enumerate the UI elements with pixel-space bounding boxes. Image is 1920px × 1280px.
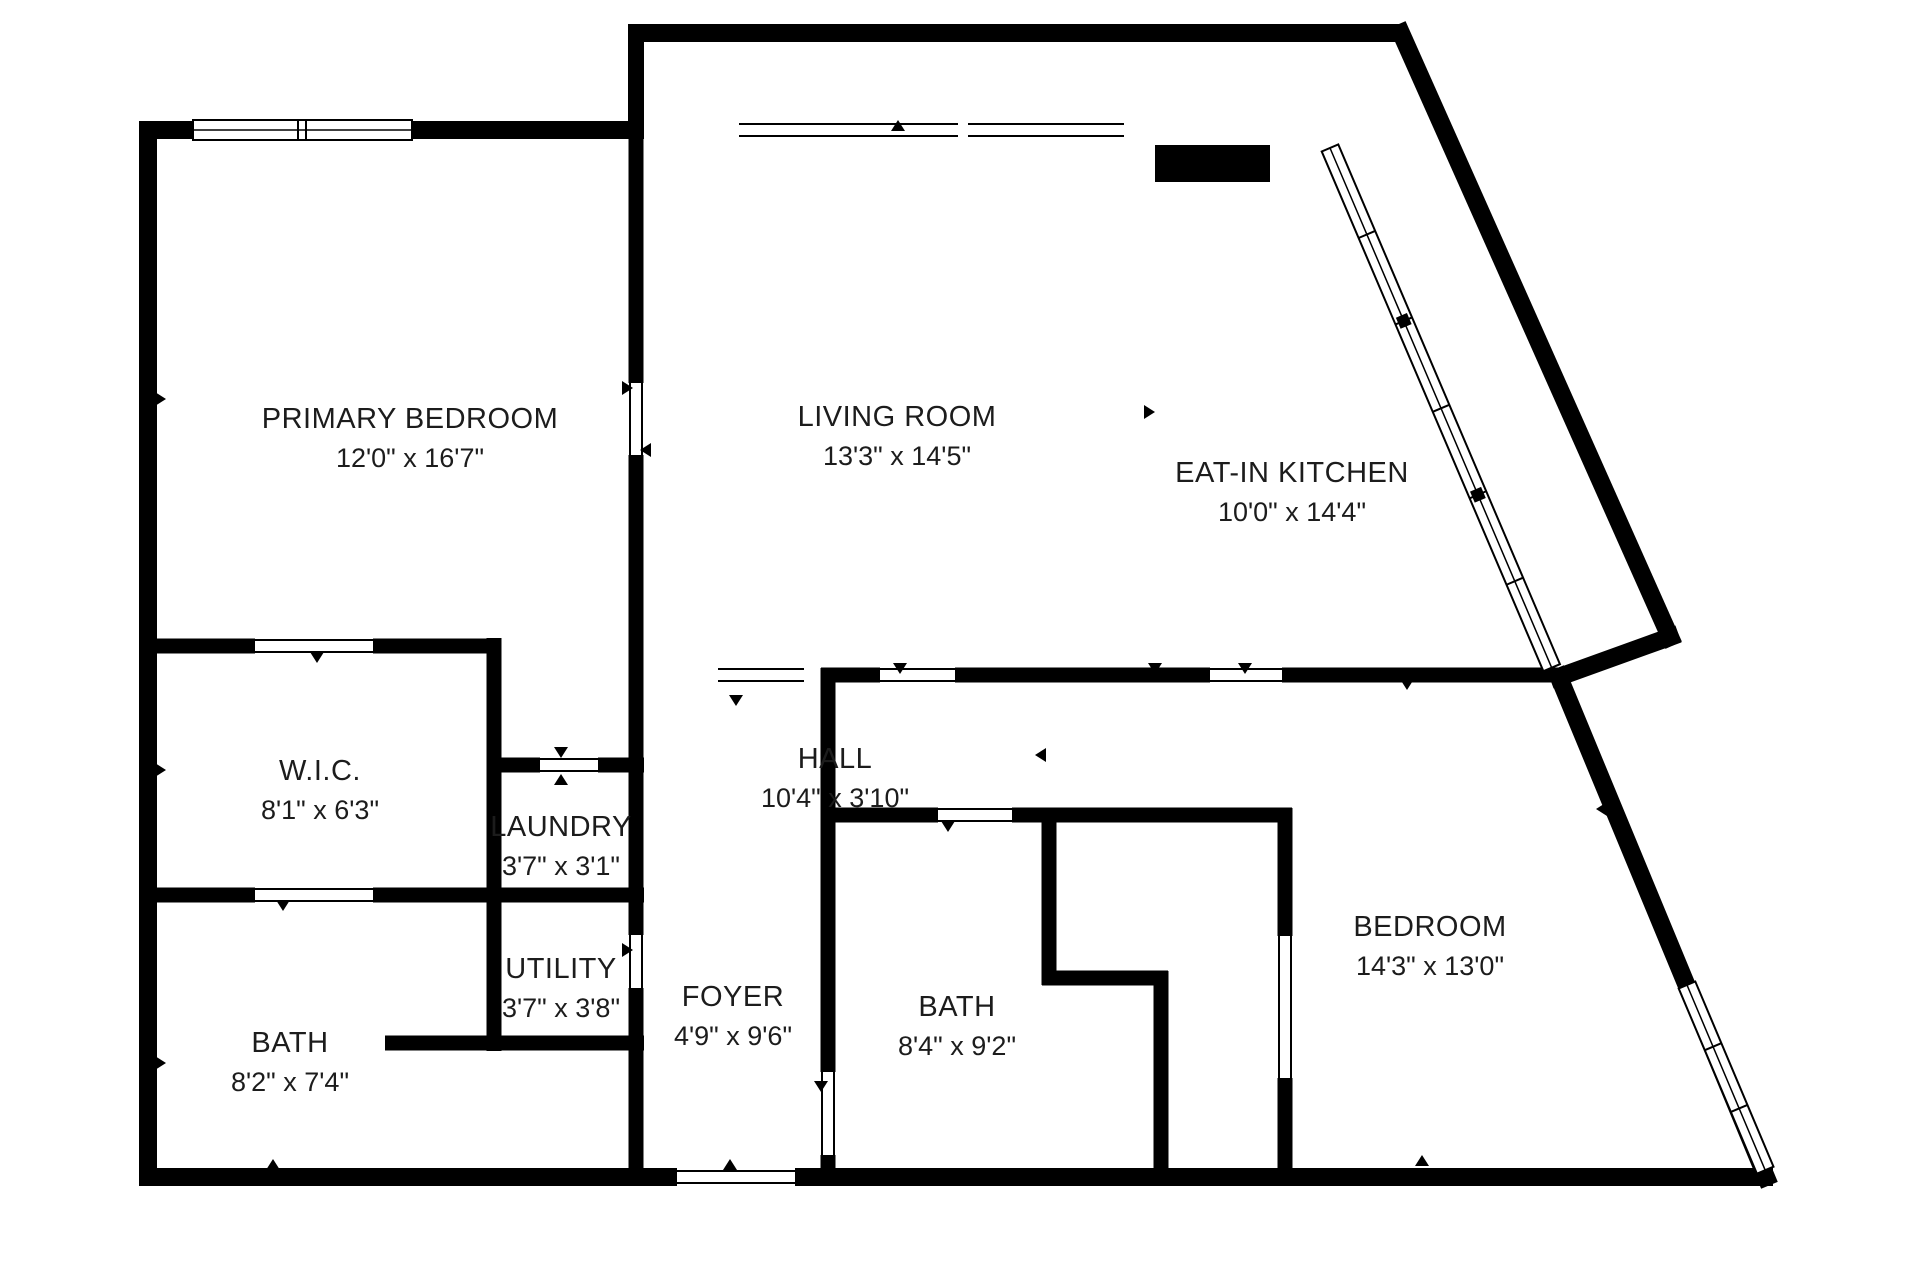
- window-bedroom-diagonal: [1677, 980, 1775, 1175]
- direction-arrow-icon: [1415, 1155, 1429, 1166]
- window-mullion: [1358, 230, 1376, 239]
- window-top-left: [192, 119, 413, 141]
- room-dimensions: 10'4" x 3'10": [760, 782, 910, 813]
- direction-arrow-icon: [155, 1056, 166, 1070]
- wall-segment: [1389, 21, 1682, 649]
- room-name: FOYER: [681, 980, 785, 1013]
- room-label-living-room: LIVING ROOM 13'3" x 14'5": [798, 400, 997, 472]
- room-name: PRIMARY BEDROOM: [261, 402, 559, 435]
- room-label-wic: W.I.C. 8'1" x 6'3": [261, 754, 379, 826]
- direction-arrow-icon: [622, 943, 633, 957]
- room-name: LAUNDRY: [490, 810, 632, 843]
- room-dimensions: 3'7" x 3'8": [501, 992, 621, 1023]
- direction-arrow-icon: [554, 774, 568, 785]
- window-mullion-block: [1470, 486, 1486, 503]
- room-name: UTILITY: [505, 952, 617, 985]
- room-label-hall: HALL 10'4" x 3'10": [761, 742, 909, 814]
- direction-arrow-icon: [893, 663, 907, 674]
- direction-arrow-icon: [622, 381, 633, 395]
- interior-walls: [139, 130, 1565, 1186]
- room-label-laundry: LAUNDRY 3'7" x 3'1": [490, 810, 632, 882]
- room-label-bath-2: BATH 8'4" x 9'2": [898, 990, 1016, 1062]
- room-dimensions: 12'0" x 16'7": [335, 442, 485, 473]
- room-name: BEDROOM: [1353, 910, 1507, 943]
- direction-arrow-icon: [1035, 748, 1046, 762]
- room-label-eat-in-kitchen: EAT-IN KITCHEN 10'0" x 14'4": [1175, 456, 1409, 528]
- room-dimensions: 4'9" x 9'6": [673, 1020, 793, 1051]
- direction-arrow-icon: [1400, 679, 1414, 690]
- window-mullion: [1432, 403, 1450, 413]
- room-name: LIVING ROOM: [797, 400, 997, 433]
- direction-arrow-icon: [814, 1081, 828, 1092]
- room-label-foyer: FOYER 4'9" x 9'6": [674, 980, 792, 1052]
- room-dimensions: 14'3" x 13'0": [1355, 950, 1505, 981]
- direction-arrow-icon: [276, 900, 290, 911]
- room-dimensions: 8'1" x 6'3": [260, 794, 380, 825]
- room-name: BATH: [918, 990, 996, 1023]
- direction-arrow-icon: [891, 120, 905, 131]
- window-mullion: [1704, 1042, 1722, 1052]
- direction-arrow-icon: [729, 695, 743, 706]
- room-dimensions: 13'3" x 14'5": [822, 440, 972, 471]
- wall-stub: [1155, 145, 1270, 182]
- window-mullion-block: [1395, 313, 1412, 329]
- room-label-bedroom: BEDROOM 14'3" x 13'0": [1353, 910, 1506, 982]
- window-glass-line: [1686, 984, 1766, 1171]
- direction-arrow-icon: [1144, 405, 1155, 419]
- room-label-utility: UTILITY 3'7" x 3'8": [502, 952, 620, 1024]
- room-name: W.I.C.: [279, 754, 361, 787]
- window-mullion: [1506, 576, 1524, 586]
- direction-arrow-icon: [155, 392, 166, 406]
- door-direction-arrows: [155, 120, 1607, 1170]
- direction-arrow-icon: [155, 763, 166, 777]
- room-name: BATH: [251, 1026, 329, 1059]
- room-dimensions: 10'0" x 14'4": [1217, 496, 1367, 527]
- direction-arrow-icon: [266, 1159, 280, 1170]
- direction-arrow-icon: [1596, 802, 1607, 816]
- room-label-bath-1: BATH 8'2" x 7'4": [231, 1026, 349, 1098]
- room-label-primary-bedroom: PRIMARY BEDROOM 12'0" x 16'7": [262, 402, 558, 474]
- direction-arrow-icon: [1238, 663, 1252, 674]
- direction-arrow-icon: [723, 1159, 737, 1170]
- window-kitchen-diagonal: [1320, 143, 1562, 673]
- room-name: EAT-IN KITCHEN: [1175, 456, 1409, 489]
- room-dimensions: 3'7" x 3'1": [501, 850, 621, 881]
- openings: [255, 123, 1292, 1184]
- room-dimensions: 8'2" x 7'4": [230, 1066, 350, 1097]
- room-name: HALL: [797, 742, 873, 775]
- room-dimensions: 8'4" x 9'2": [897, 1030, 1017, 1061]
- direction-arrow-icon: [554, 747, 568, 758]
- direction-arrow-icon: [310, 652, 324, 663]
- direction-arrow-icon: [1148, 663, 1162, 674]
- wall-segment: [1547, 625, 1682, 689]
- direction-arrow-icon: [640, 443, 651, 457]
- window-mullion: [1730, 1104, 1748, 1113]
- direction-arrow-icon: [941, 821, 955, 832]
